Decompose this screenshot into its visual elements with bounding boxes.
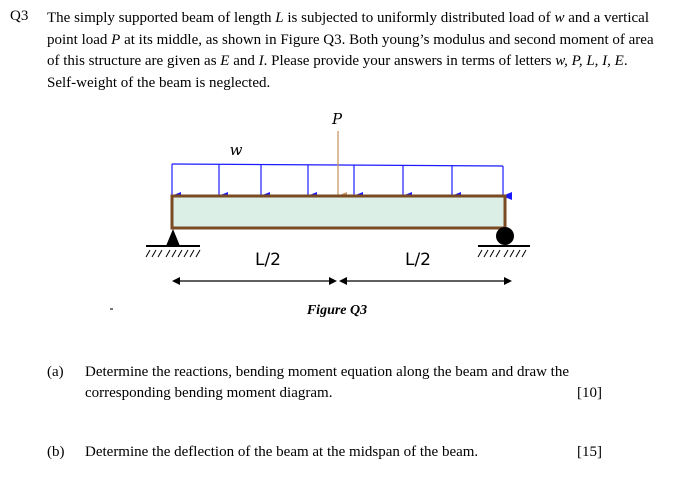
var-I: I — [258, 53, 264, 69]
intro-text: and a vertical point load — [47, 10, 649, 48]
question-intro: The simply supported beam of length L is… — [47, 8, 657, 94]
part-b-label: (b) — [47, 444, 65, 460]
intro-text: is subjected to uniformly distributed lo… — [283, 10, 555, 26]
beam — [170, 194, 507, 230]
part-b-text: Determine the deflection of the beam at … — [85, 444, 479, 460]
intro-text: at its middle, as shown in Figure Q3. Bo… — [47, 31, 654, 70]
beam-figure: P w — [145, 110, 530, 285]
part-a-text-line1: Determine the reactions, bending moment … — [85, 364, 570, 380]
part-a-marks: [10] — [577, 385, 602, 401]
intro-text: The simply supported beam of length — [47, 10, 276, 26]
intro-text: . Self-weight of the beam is neglected. — [47, 53, 628, 91]
part-a-text-line2: corresponding bending moment diagram. — [85, 385, 333, 401]
var-L: L — [275, 10, 284, 26]
stray-mark — [110, 308, 113, 310]
span-left-label: L/2 — [255, 250, 281, 270]
var-w: w — [554, 10, 565, 26]
udl-label: w — [230, 141, 243, 159]
part-b-marks: [15] — [577, 444, 602, 460]
part-a-label: (a) — [47, 364, 64, 380]
dimension-lines — [172, 277, 512, 285]
roller-support-right — [477, 227, 530, 258]
point-load-label: P — [331, 110, 343, 128]
intro-text: . Please provide your answers in terms o… — [263, 53, 556, 69]
span-right-label: L/2 — [405, 250, 431, 270]
question-number: Q3 — [10, 8, 29, 24]
var-letters: w, P, L, I, E — [555, 53, 624, 69]
pin-support-left — [145, 229, 201, 258]
var-E: E — [220, 53, 230, 69]
figure-caption: Figure Q3 — [306, 303, 368, 318]
intro-text: and — [229, 53, 259, 69]
var-P: P — [111, 31, 121, 48]
